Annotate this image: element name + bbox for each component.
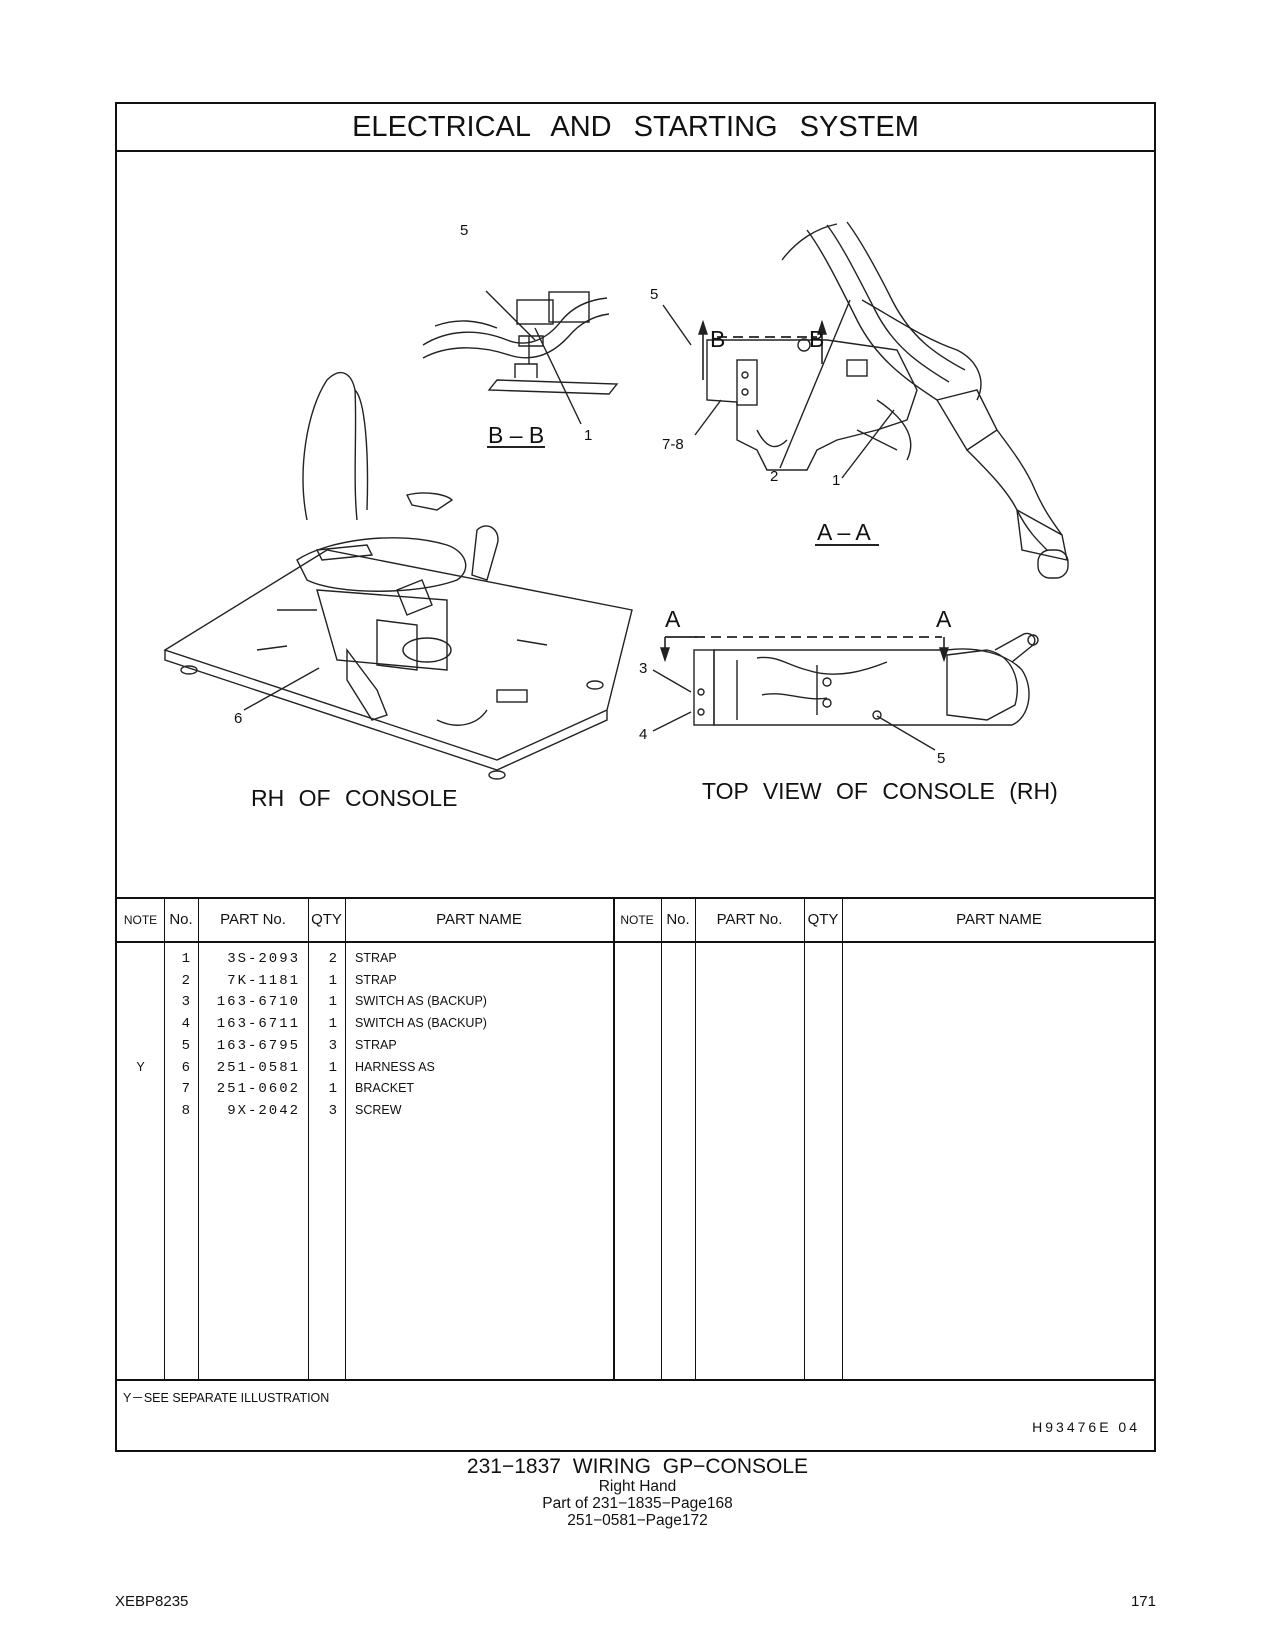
row-part-no: 163-6711 [216,1016,300,1033]
callout-label: 7-8 [662,436,684,453]
row-no: 2 [181,972,192,989]
callout-label: 1 [832,472,841,489]
parts-illustration: 5 1 5 7-8 2 1 6 3 4 5 B B A A B – B A – … [117,150,1154,897]
row-part-name: SWITCH AS (BACKUP) [355,994,487,1009]
column-divider [695,899,696,1379]
row-part-name: SCREW [355,1102,402,1117]
row-note: Y [136,1059,145,1074]
table-row: 4 163-6711 1 SWITCH AS (BACKUP) [117,1016,1154,1038]
callout-label: 5 [650,286,659,303]
table-row: 2 7K-1181 1 STRAP [117,973,1154,995]
group-line-1: Right Hand [598,1478,677,1495]
row-part-name: BRACKET [355,1081,415,1096]
footnote: Y－SEE SEPARATE ILLUSTRATION [123,1391,330,1405]
row-no: 6 [181,1059,192,1076]
row-part-name: SWITCH AS (BACKUP) [355,1016,487,1031]
parts-table: NOTE No. PART No. QTY PART NAME NOTE No.… [117,897,1154,1381]
row-part-name: STRAP [355,972,397,987]
seat-platform-drawing [163,371,633,780]
detail-aa-drawing [698,221,1069,579]
group-title: 231−1837 WIRING GP−CONSOLE [466,1455,809,1478]
illustration-drawing [163,221,1069,780]
column-divider [804,899,805,1379]
section-marker-b: B [809,326,825,352]
row-qty: 3 [328,1102,339,1119]
callout-label: 6 [234,710,243,727]
group-subtitle: Right Hand Part of 231−1835−Page168 251−… [0,1478,1275,1529]
row-qty: 1 [328,1059,339,1076]
page-number: 171 [1130,1593,1156,1610]
table-row: 5 163-6795 3 STRAP [117,1038,1154,1060]
column-divider [198,899,199,1379]
caption-top-view: TOP VIEW OF CONSOLE (RH) [702,778,1058,804]
catalog-frame: ELECTRICAL AND STARTING SYSTEM [115,102,1156,1452]
column-divider [613,899,615,1379]
table-row: Y 6 251-0581 1 HARNESS AS [117,1060,1154,1082]
section-marker-a: A [665,606,681,632]
column-divider [164,899,165,1379]
caption-rh-of-console: RH OF CONSOLE [251,785,458,811]
page-title: ELECTRICAL AND STARTING SYSTEM [117,104,1154,152]
row-part-no: 3S-2093 [227,951,300,967]
column-divider [345,899,346,1379]
row-no: 5 [181,1037,192,1054]
document-id: XEBP8235 [115,1593,189,1610]
row-part-name: HARNESS AS [355,1059,435,1074]
header-part-name: PART NAME [956,911,1042,928]
column-divider [842,899,843,1379]
header-qty: QTY [311,911,342,928]
table-header-row [117,899,1154,943]
section-label-aa: A – A [817,519,871,545]
column-divider [308,899,309,1379]
header-no: No. [666,911,690,928]
header-qty: QTY [807,911,839,928]
section-label-bb: B – B [488,422,545,448]
table-row: 8 9X-2042 3 SCREW [117,1103,1154,1125]
row-part-name: STRAP [355,1037,397,1052]
header-note: NOTE [123,913,158,927]
callout-label: 3 [639,660,648,677]
detail-bb-drawing [422,291,619,395]
row-qty: 1 [328,994,339,1011]
illustration-code: H93476E 04 [1032,1419,1140,1435]
group-line-2: Part of 231−1835−Page168 [542,1495,733,1512]
row-part-no: 163-6710 [216,994,300,1011]
table-row: 1 3S-2093 2 STRAP [117,951,1154,973]
row-part-name: STRAP [355,951,397,965]
section-marker-a: A [936,606,952,632]
row-qty: 1 [328,1016,339,1033]
row-part-no: 7K-1181 [227,972,300,989]
callout-label: 2 [770,468,779,485]
header-part-name: PART NAME [436,911,522,928]
row-qty: 2 [328,951,339,967]
row-part-no: 163-6795 [216,1037,300,1054]
section-marker-b: B [710,326,726,352]
group-line-3: 251−0581−Page172 [567,1512,708,1529]
top-view-console-drawing [660,632,1039,726]
table-row: 7 251-0602 1 BRACKET [117,1081,1154,1103]
row-no: 4 [181,1016,192,1033]
row-qty: 3 [328,1037,339,1054]
row-part-no: 251-0581 [216,1059,300,1076]
callout-label: 5 [460,222,469,239]
row-no: 1 [181,951,192,967]
row-no: 3 [181,994,192,1011]
row-qty: 1 [328,972,339,989]
row-part-no: 9X-2042 [227,1102,300,1119]
row-no: 7 [181,1081,192,1098]
header-part-no: PART No. [716,911,783,928]
table-row: 3 163-6710 1 SWITCH AS (BACKUP) [117,994,1154,1016]
callout-label: 1 [584,427,593,444]
callout-label: 4 [639,726,648,743]
callout-label: 5 [937,750,946,767]
row-part-no: 251-0602 [216,1081,300,1098]
row-no: 8 [181,1102,192,1119]
header-part-no: PART No. [220,911,286,928]
row-qty: 1 [328,1081,339,1098]
column-divider [661,899,662,1379]
header-note: NOTE [620,913,654,927]
header-no: No. [169,911,193,928]
